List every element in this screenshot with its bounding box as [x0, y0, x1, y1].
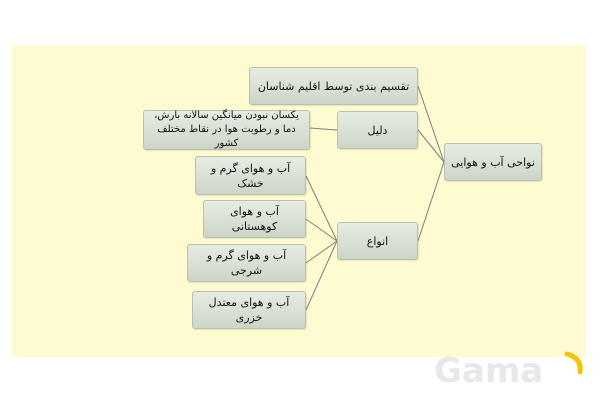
reason-detail-node: یکسان نبودن میانگین سالانه بارش، دما و ر…: [143, 110, 310, 150]
reason-detail-text: یکسان نبودن میانگین سالانه بارش، دما و ر…: [154, 110, 299, 149]
types-item-2-label: آب و هوای کوهستانی: [230, 205, 279, 233]
top-note-label: تقسیم بندی توسط اقلیم شناسان: [257, 79, 410, 93]
types-node: انواع: [337, 222, 418, 260]
types-label: انواع: [366, 234, 389, 248]
root-label: نواحی آب و هوایی: [451, 155, 535, 169]
top-note-node: تقسیم بندی توسط اقلیم شناسان: [249, 67, 418, 105]
root-node: نواحی آب و هوایی: [444, 143, 542, 181]
gama-logo: Gama: [434, 351, 583, 388]
types-item-4-label: آب و هوای معتدل خزری: [208, 296, 290, 324]
types-item-1: آب و هوای گرم و خشک: [195, 156, 306, 195]
reason-node: دلیل: [337, 111, 418, 149]
logo-text: Gama: [434, 351, 543, 388]
types-item-3-label: آب و هوای گرم و شرجی: [206, 249, 287, 277]
logo-accent-mark: [564, 351, 583, 375]
types-item-1-label: آب و هوای گرم و خشک: [210, 161, 291, 190]
types-item-3: آب و هوای گرم و شرجی: [187, 244, 306, 282]
types-item-2: آب و هوای کوهستانی: [203, 200, 306, 238]
reason-label: دلیل: [367, 123, 388, 137]
types-item-4: آب و هوای معتدل خزری: [192, 291, 306, 329]
